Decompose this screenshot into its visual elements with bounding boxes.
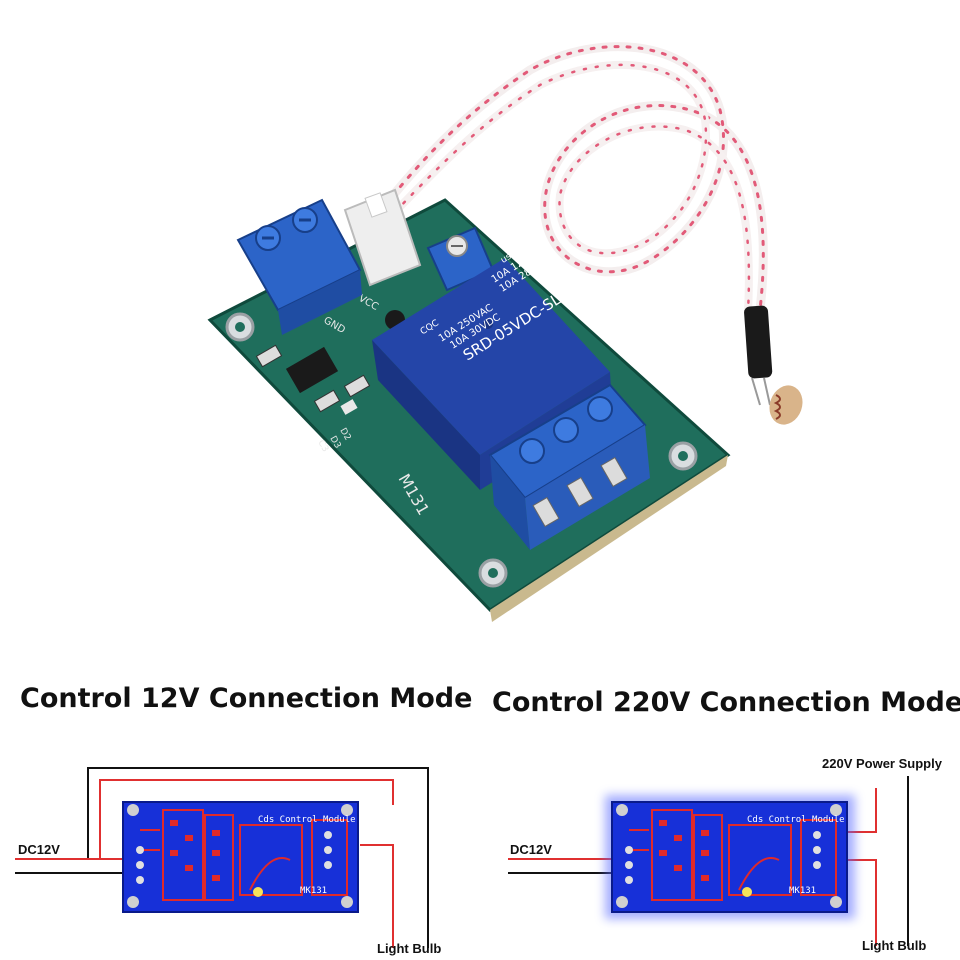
sensor-cable — [380, 42, 768, 316]
mode-title-12v: Control 12V Connection Mode — [20, 683, 473, 714]
relay-num: 1 — [500, 233, 513, 248]
supply-label-220v: 220V Power Supply — [822, 756, 943, 771]
board-side-text: MK131 — [300, 886, 327, 896]
output-label-light-bulb: Light Bulb — [862, 938, 926, 953]
wiring-diagram-12v: Cds Control Module MK131 DC12V Light Bul… — [15, 767, 441, 956]
ic-chip — [285, 346, 339, 394]
output-terminal-block — [488, 383, 650, 550]
product-photo: GND VCC D2 D3 C3 M131 CQC 10A 250VAC 10A… — [207, 42, 803, 622]
photoresistor-sensor — [744, 305, 803, 425]
potentiometer — [426, 226, 495, 292]
pcb-diagram-board: Cds Control Module MK131 — [122, 801, 359, 913]
pcb-diagram-board: Cds Control Module MK131 — [605, 795, 855, 919]
output-label-light-bulb: Light Bulb — [377, 941, 441, 956]
wires — [15, 767, 429, 948]
input-label-dc12v: DC12V — [18, 842, 60, 857]
sensor-connector — [343, 188, 422, 287]
wiring-diagram-220v: Cds Control Module MK131 DC12V 220V Powe… — [508, 756, 943, 953]
wires — [508, 776, 909, 946]
relay-us: us — [499, 252, 513, 266]
board-top-text: Cds Control Module — [747, 815, 845, 825]
mode-title-220v: Control 220V Connection Mode — [492, 687, 960, 718]
input-label-dc12v: DC12V — [510, 842, 552, 857]
power-terminal-block — [236, 198, 362, 335]
board-side-text: MK131 — [789, 886, 816, 896]
board-top-text: Cds Control Module — [258, 815, 356, 825]
